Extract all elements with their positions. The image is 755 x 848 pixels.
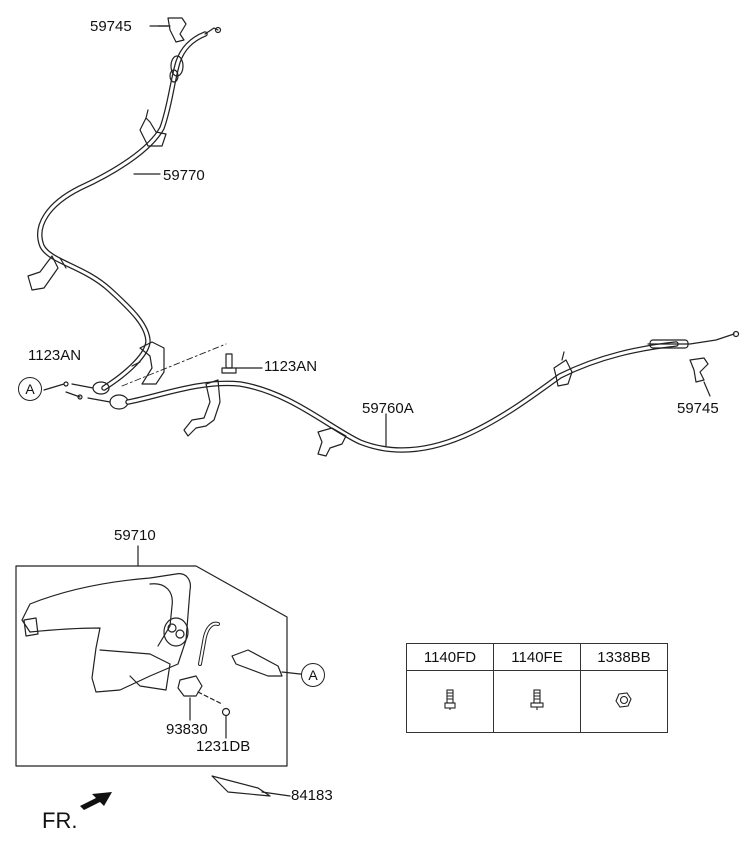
- pad-84183: [211, 775, 291, 797]
- ref-circle-a-right: A: [301, 663, 325, 687]
- bracket-equalizer: [131, 341, 165, 385]
- clip-59745-top: [157, 17, 187, 43]
- equalizer-assembly: [43, 381, 129, 410]
- bolt-1123an: [221, 353, 263, 374]
- front-arrow: [80, 792, 112, 810]
- parking-brake-lever: [21, 573, 191, 693]
- label-59745-right: 59745: [677, 400, 719, 417]
- label-59710: 59710: [114, 527, 156, 544]
- label-1123an-right: 1123AN: [264, 358, 318, 375]
- fastener-header-1338bb: 1338BB: [580, 643, 668, 671]
- label-59760a: 59760A: [362, 400, 414, 417]
- rear-cable-59770: [37, 31, 208, 391]
- fastener-table-icons: [406, 670, 668, 733]
- bracket-front-1: [183, 379, 221, 437]
- bracket-front-3: [553, 351, 573, 387]
- fastener-header-1140fd: 1140FD: [406, 643, 494, 671]
- nut-icon: [615, 691, 632, 708]
- label-93830: 93830: [166, 721, 208, 738]
- label-59770: 59770: [163, 167, 205, 184]
- fastener-table: 1140FD 1140FE 1338BB: [406, 643, 668, 733]
- lever-assembly-box: [15, 545, 288, 767]
- switch-93830: [177, 675, 223, 721]
- fastener-cell-1140fd: [406, 670, 494, 733]
- label-1231db: 1231DB: [196, 738, 251, 755]
- front-cable-59760a: [125, 330, 740, 453]
- fastener-table-header: 1140FD 1140FE 1338BB: [406, 643, 668, 671]
- bracket-front-2: [317, 427, 347, 457]
- bracket-left-mid: [27, 255, 67, 291]
- fastener-cell-1140fe: [493, 670, 581, 733]
- bracket-upper: [139, 109, 167, 147]
- fastener-header-1140fe: 1140FE: [493, 643, 581, 671]
- label-front: FR.: [42, 808, 78, 833]
- lever-cable: [198, 621, 301, 677]
- bolt-icon: [530, 688, 544, 710]
- bolt-1231db: [221, 707, 231, 739]
- fastener-cell-1338bb: [580, 670, 668, 733]
- ref-circle-a-left: A: [18, 377, 42, 401]
- clip-59745-right: [689, 357, 711, 397]
- label-84183: 84183: [291, 787, 333, 804]
- cable-end-fitting-top: [169, 26, 222, 83]
- label-59745-top: 59745: [90, 18, 132, 35]
- label-1123an-left: 1123AN: [28, 347, 82, 364]
- bolt-icon: [444, 688, 456, 710]
